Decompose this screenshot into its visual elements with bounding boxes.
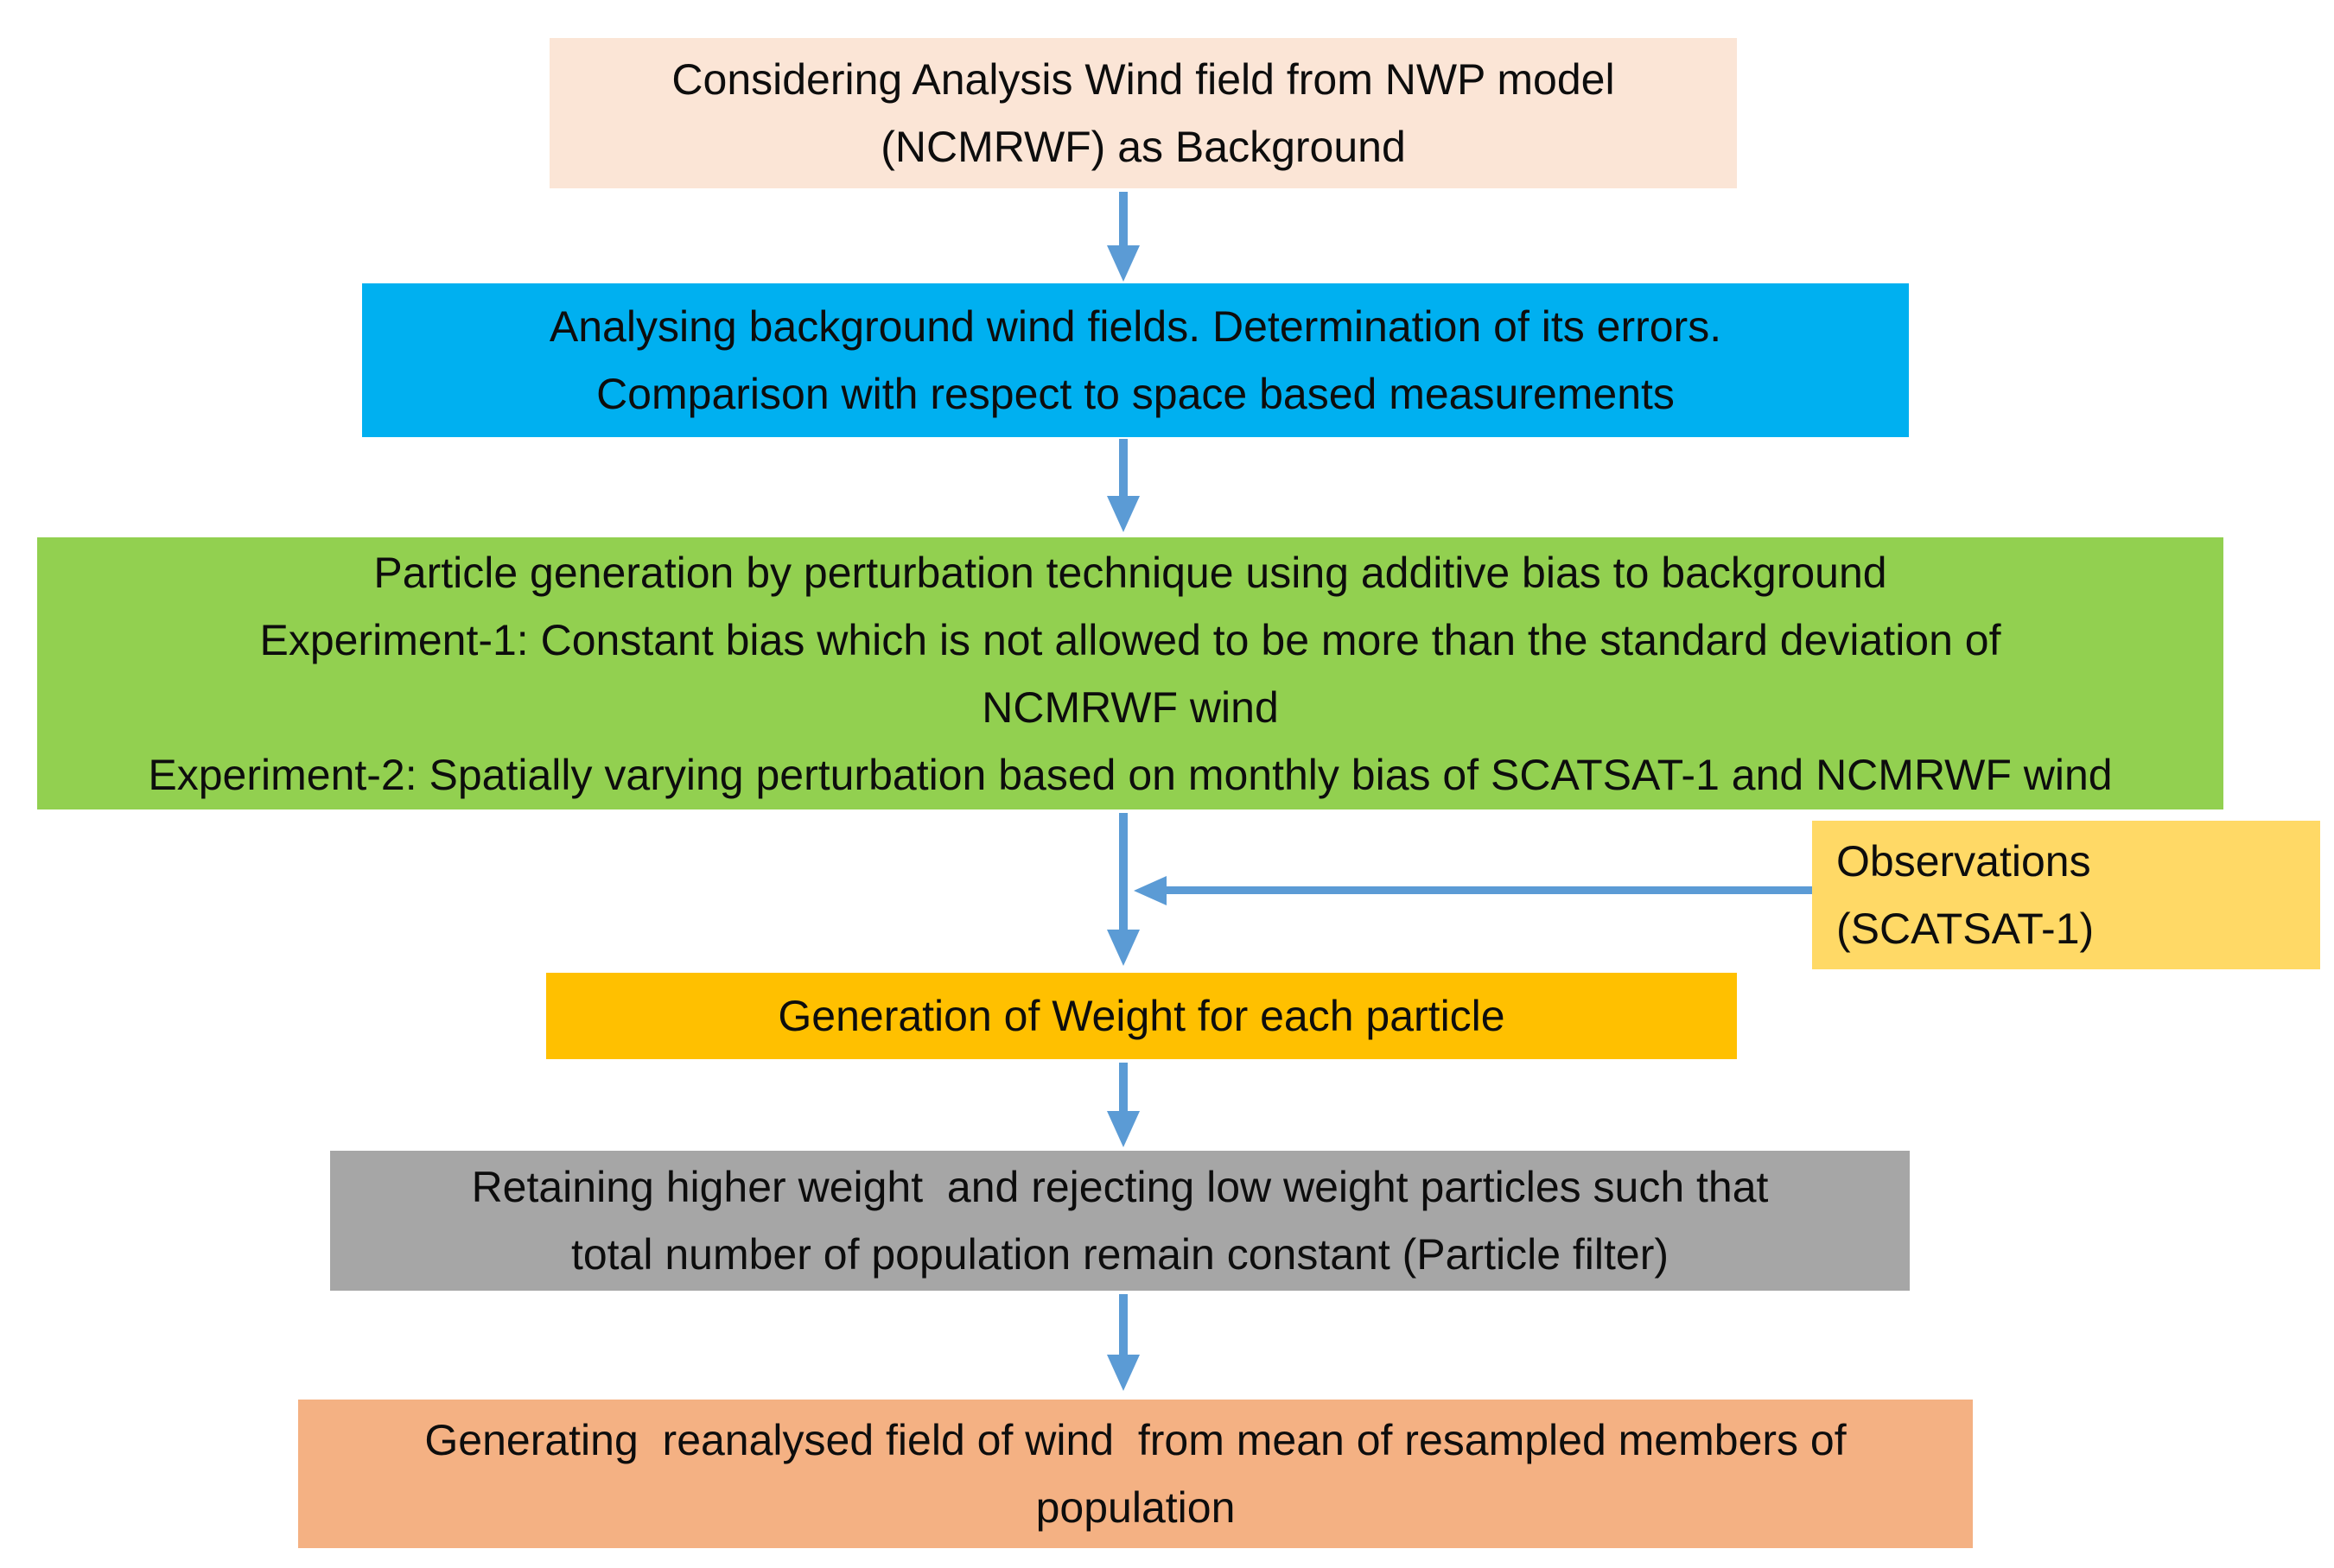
box-text-line: Analysing background wind fields. Determ…	[549, 302, 1722, 351]
arrow-left-icon	[1134, 876, 1167, 905]
arrow-stem	[1119, 1063, 1128, 1114]
box-text-line: Retaining higher weight and rejecting lo…	[471, 1163, 1769, 1211]
box-text-line: Generating reanalysed field of wind from…	[424, 1416, 1847, 1464]
box-particle-filter: Retaining higher weight and rejecting lo…	[330, 1151, 1910, 1291]
box-text-line: Particle generation by perturbation tech…	[373, 548, 1887, 597]
arrow-down-icon	[1107, 930, 1140, 966]
box-weight-generation: Generation of Weight for each particle	[546, 973, 1737, 1059]
arrow-stem	[1119, 192, 1128, 249]
box-text-line: total number of population remain consta…	[570, 1230, 1669, 1279]
box-text-line: NCMRWF wind	[982, 682, 1279, 732]
box-text-line: population	[1035, 1483, 1236, 1532]
box-text-line: Experiment-2: Spatially varying perturba…	[148, 750, 2113, 799]
arrow-stem	[1165, 886, 1812, 894]
box-background-wind: Considering Analysis Wind field from NWP…	[550, 38, 1737, 188]
box-analysing-errors: Analysing background wind fields. Determ…	[362, 283, 1909, 437]
box-text-line: Considering Analysis Wind field from NWP…	[671, 55, 1615, 104]
arrow-down-icon	[1107, 1111, 1140, 1147]
box-observations: Observations (SCATSAT-1)	[1812, 821, 2320, 969]
box-text-line: Experiment-1: Constant bias which is not…	[259, 615, 2001, 664]
arrow-stem	[1119, 813, 1128, 933]
box-reanalysed-field: Generating reanalysed field of wind from…	[298, 1400, 1973, 1548]
arrow-down-icon	[1107, 1355, 1140, 1391]
arrow-stem	[1119, 439, 1128, 499]
box-text-line: Generation of Weight for each particle	[778, 992, 1505, 1040]
box-particle-generation: Particle generation by perturbation tech…	[37, 537, 2223, 809]
box-text-line: Observations	[1836, 837, 2091, 886]
box-text-line: (SCATSAT-1)	[1836, 905, 2095, 953]
arrow-down-icon	[1107, 245, 1140, 282]
arrow-down-icon	[1107, 496, 1140, 532]
arrow-stem	[1119, 1294, 1128, 1358]
box-text-line: Comparison with respect to space based m…	[596, 370, 1675, 418]
box-text-line: (NCMRWF) as Background	[881, 123, 1406, 171]
